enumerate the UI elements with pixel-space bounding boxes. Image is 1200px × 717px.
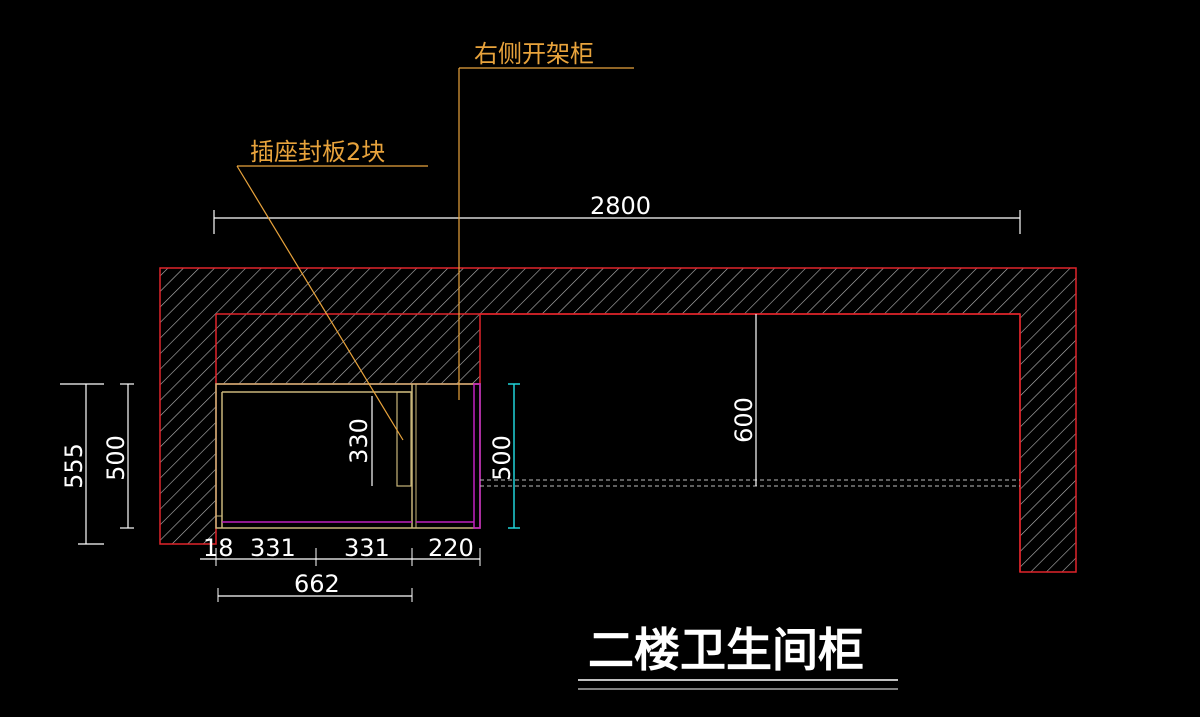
callout-right-shelf: 右侧开架柜 — [474, 40, 594, 68]
dim-500-right-label: 500 — [488, 435, 516, 481]
socket-panel — [396, 391, 412, 487]
dim-220-label: 220 — [428, 534, 474, 562]
dim-662-label: 662 — [294, 570, 340, 598]
drawing-title: 二楼卫生间柜 — [588, 623, 864, 677]
dim-331a-label: 331 — [250, 534, 296, 562]
dim-555-label: 555 — [60, 443, 88, 489]
leader-socket — [236, 165, 404, 441]
dim-600-label: 600 — [730, 397, 758, 443]
dim-330-label: 330 — [345, 418, 373, 464]
dim-2800-label: 2800 — [590, 192, 651, 220]
right-shelf-side — [473, 383, 481, 529]
dim-18-label: 18 — [203, 534, 234, 562]
callout-socket-panels: 插座封板2块 — [250, 138, 385, 166]
dim-500-left-label: 500 — [102, 435, 130, 481]
dim-331b-label: 331 — [344, 534, 390, 562]
